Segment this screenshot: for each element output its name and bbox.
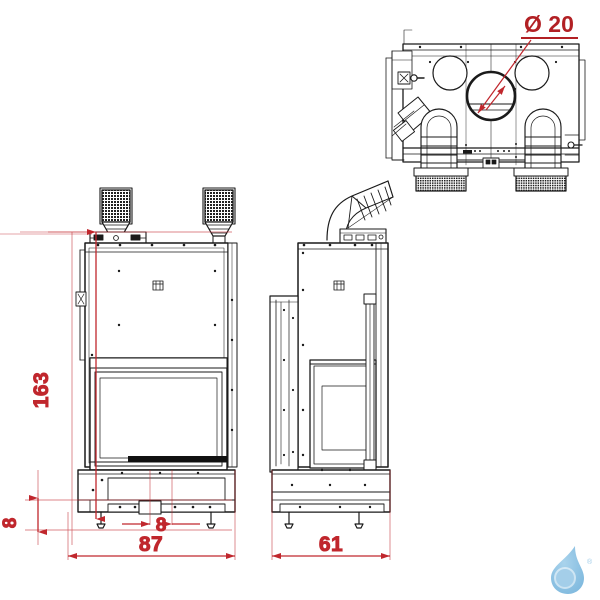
dimension-height-163-text: 163 — [30, 372, 53, 409]
side-view-feet — [284, 511, 364, 529]
diameter-callout-text: Ø 20 — [524, 11, 574, 37]
top-view-right-convector — [524, 108, 562, 171]
diameter-callout-leader — [477, 39, 532, 114]
dimension-center-gap-8-text: 8 — [156, 515, 167, 536]
dimension-foot-height-8: 8 — [0, 495, 47, 535]
top-view-left-port — [432, 55, 468, 91]
dimension-depth-61: 61 — [272, 533, 390, 559]
dimension-width-87-text: 87 — [139, 533, 163, 556]
brand-logo: ® — [551, 546, 593, 594]
dimension-foot-height-8-text: 8 — [0, 518, 21, 529]
logo-registered-mark: ® — [587, 558, 593, 566]
dimension-center-gap-8: 8 — [122, 515, 200, 537]
diameter-callout-leader-2 — [485, 85, 506, 111]
dimension-layer: 163 8 8 87 61 — [0, 229, 391, 560]
top-view-right-foot-grille — [515, 174, 567, 192]
dimension-height-163: 163 — [30, 229, 105, 522]
top-view-left-foot-grille — [415, 174, 467, 192]
front-view-right-outlet — [202, 187, 236, 244]
side-view-emblem — [333, 280, 345, 291]
front-view-feet — [96, 511, 216, 529]
top-view-left-convector — [420, 108, 458, 171]
dimension-width-87: 87 — [68, 533, 235, 559]
top-view-right-port — [514, 55, 550, 91]
diameter-callout: Ø 20 — [477, 11, 578, 114]
side-view-fastener-dots — [282, 243, 374, 509]
front-view-emblem — [152, 280, 164, 291]
front-view-glass-pane — [99, 377, 218, 459]
side-view-flue-duct — [326, 180, 394, 241]
side-view-front-frame — [269, 295, 299, 473]
side-view — [269, 180, 394, 529]
dimension-depth-61-text: 61 — [319, 533, 343, 556]
